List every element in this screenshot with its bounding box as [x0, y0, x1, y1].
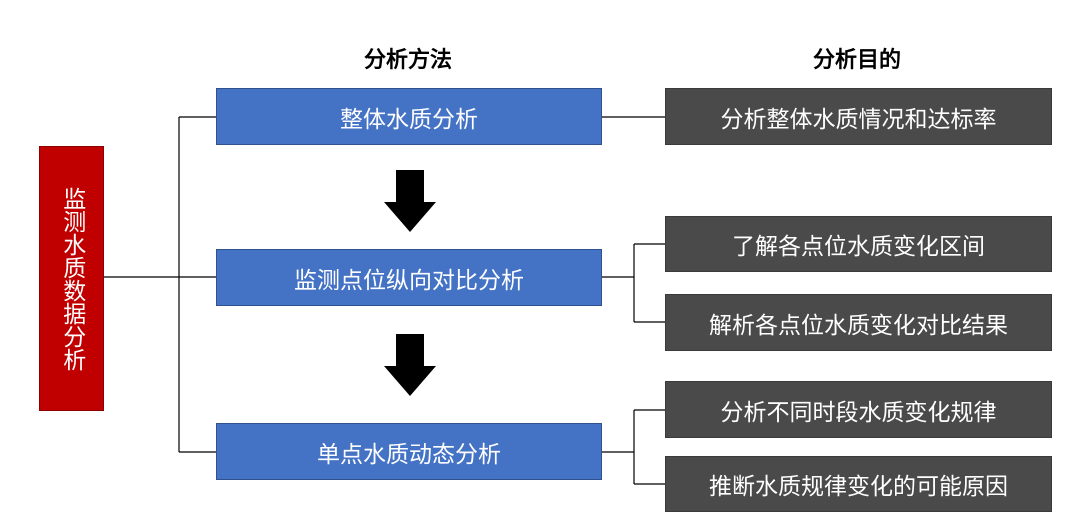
methods-header: 分析方法	[363, 48, 452, 73]
purpose-box-2: 了解各点位水质变化区间	[665, 216, 1052, 272]
purpose-box-1: 分析整体水质情况和达标率	[665, 88, 1052, 145]
down-arrow-icon	[384, 170, 436, 232]
purpose-box-5: 推断水质规律变化的可能原因	[665, 456, 1052, 512]
main-topic-label: 监测水质数据分析	[58, 186, 85, 371]
method-box-longitudinal: 监测点位纵向对比分析	[216, 249, 602, 306]
purpose-box-4: 分析不同时段水质变化规律	[665, 381, 1052, 438]
method-box-single-point: 单点水质动态分析	[216, 423, 602, 480]
purpose-box-3: 解析各点位水质变化对比结果	[665, 294, 1052, 351]
purposes-header: 分析目的	[812, 48, 901, 73]
method-box-overall: 整体水质分析	[216, 88, 602, 145]
main-topic-box: 监测水质数据分析	[39, 146, 104, 411]
down-arrow-icon	[384, 334, 436, 396]
